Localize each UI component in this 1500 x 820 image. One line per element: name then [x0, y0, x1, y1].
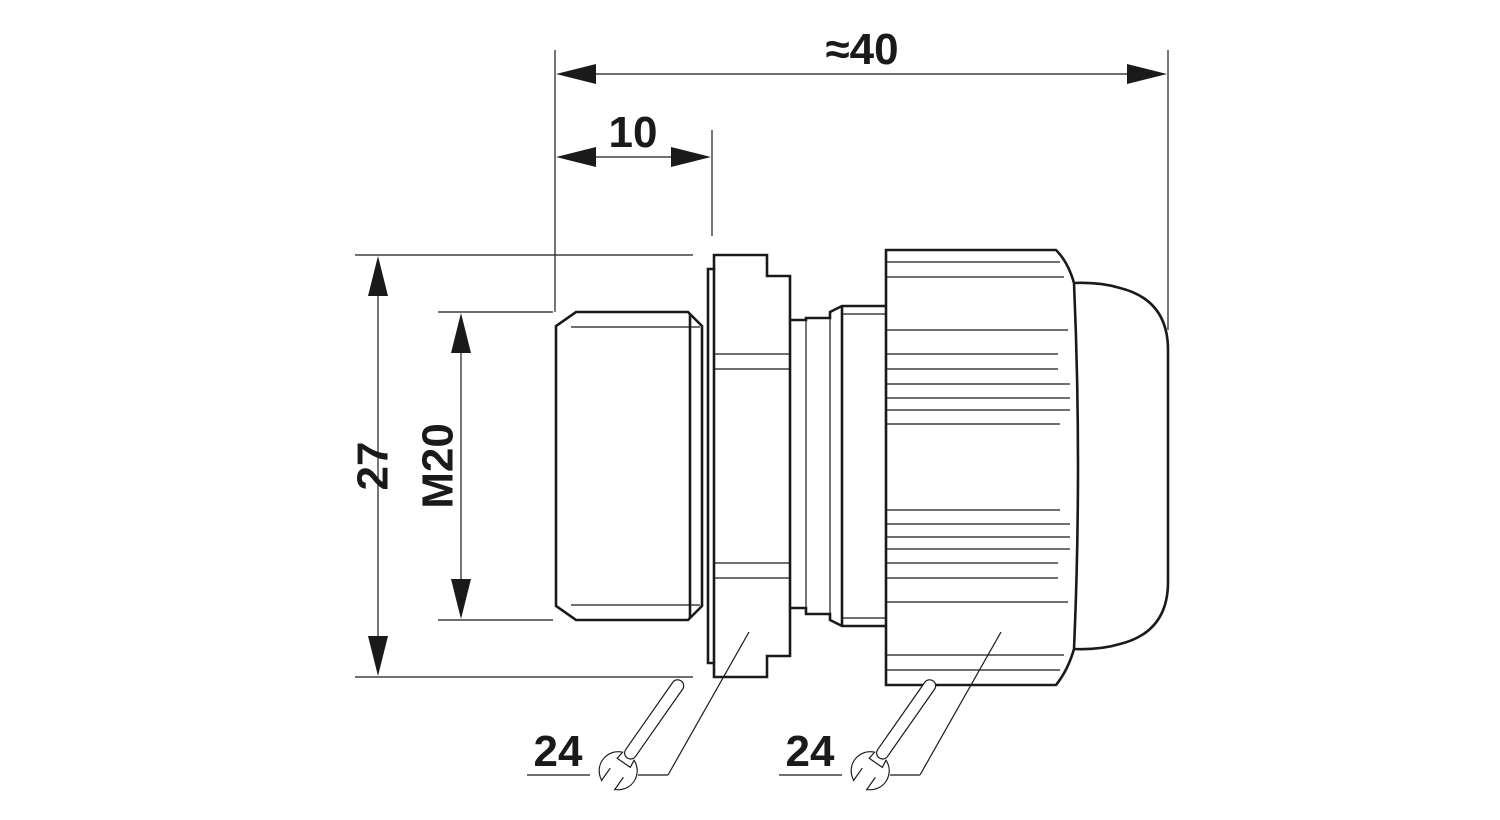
dimension-label-thread-size: M20 — [413, 423, 462, 509]
wrench-size-right: 24 — [786, 727, 835, 776]
threaded-section — [554, 310, 704, 622]
dimension-label-thread-length: 10 — [609, 108, 658, 157]
pressure-nut — [884, 248, 1080, 687]
dome-seal — [1073, 281, 1170, 651]
dimension-thread-size: M20 — [413, 313, 471, 619]
dimension-thread-length: 10 — [556, 108, 711, 167]
wrench-icon — [596, 679, 685, 797]
wrench-annotation-left: 24 — [527, 631, 750, 797]
neck-section — [790, 304, 886, 628]
extension-lines — [355, 50, 1169, 678]
hex-body — [706, 253, 792, 679]
dimension-outer-diameter: 27 — [348, 256, 397, 676]
wrench-icon — [848, 679, 937, 797]
wrench-size-left: 24 — [534, 727, 583, 776]
dimension-overall-length: ≈40 — [556, 25, 1167, 84]
dimension-label-overall-length: ≈40 — [825, 25, 898, 74]
dimension-label-outer-diameter: 27 — [348, 442, 397, 491]
wrench-annotation-right: 24 — [779, 631, 1002, 797]
